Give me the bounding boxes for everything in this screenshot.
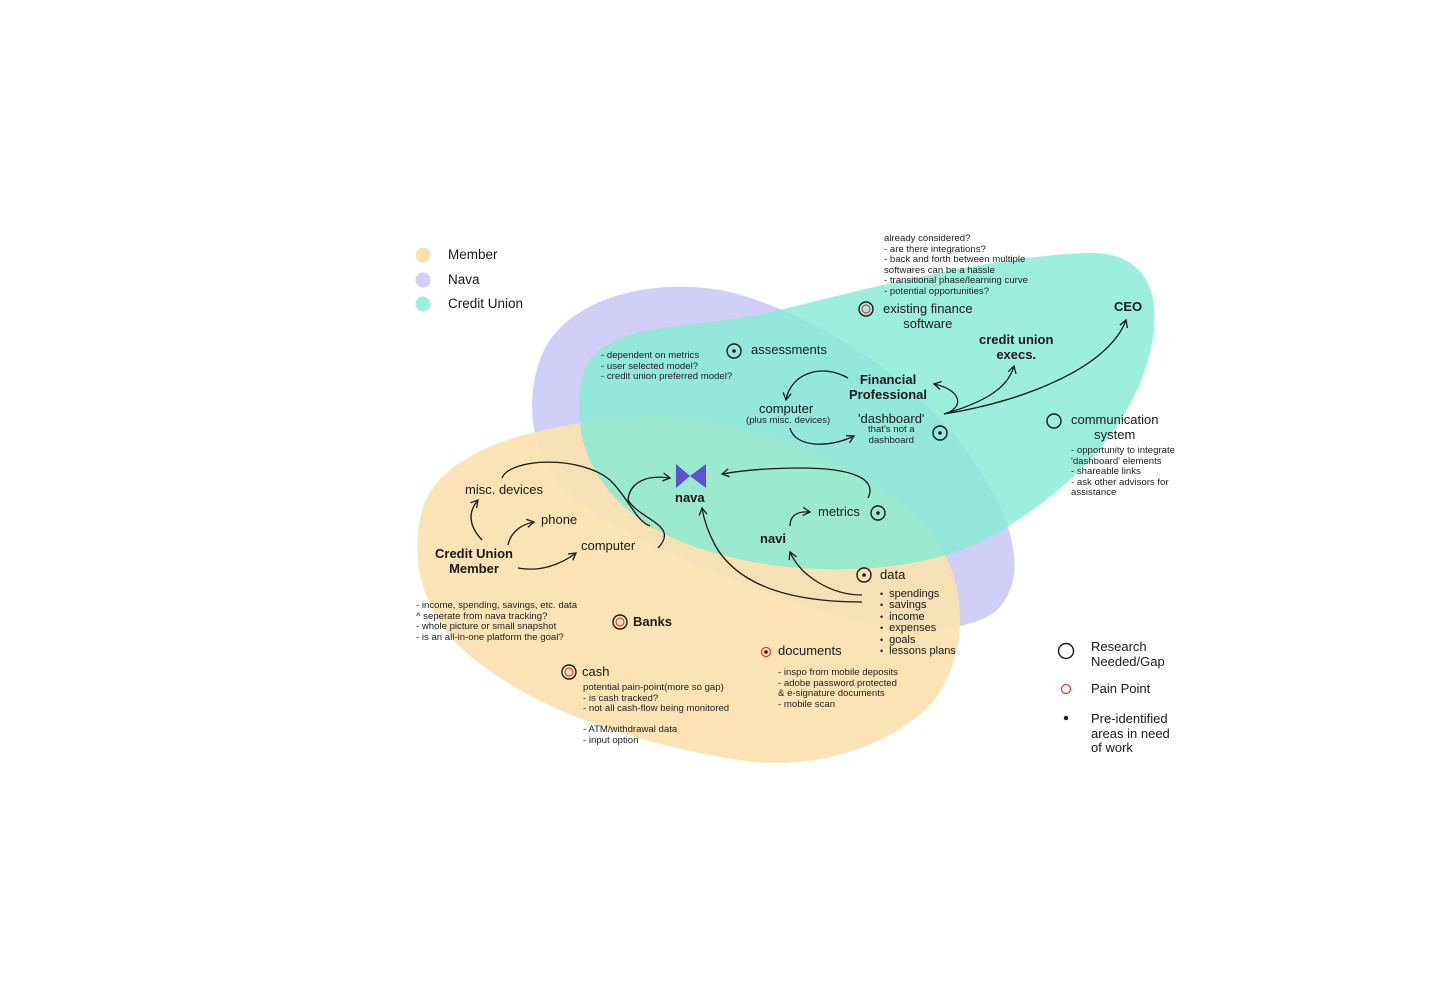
pain-point-key-icon xyxy=(1060,683,1072,695)
documents-notes: - inspo from mobile deposits - adobe pas… xyxy=(778,667,898,710)
metrics-marker-icon xyxy=(870,505,886,521)
arrow-misc-to-nava xyxy=(501,461,651,527)
metrics-label: metrics xyxy=(818,504,860,519)
legend-nava-swatch xyxy=(415,272,431,288)
ceo-label: CEO xyxy=(1114,299,1143,314)
arrow-data-to-nava xyxy=(698,506,863,603)
communication-marker-icon xyxy=(1046,413,1062,429)
arrow-fp-to-computer xyxy=(782,370,849,402)
documents-label: documents xyxy=(778,643,842,658)
legend-nava-label: Nava xyxy=(448,272,480,287)
banks-notes: - income, spending, savings, etc. data ^… xyxy=(416,600,578,643)
list-item: lessons plans xyxy=(880,645,956,657)
cash-label: cash xyxy=(582,664,610,679)
arrow-member-to-computer xyxy=(517,552,578,570)
arrow-computer-to-nava xyxy=(627,472,672,549)
communication-notes: - opportunity to integrate 'dashboard' e… xyxy=(1071,445,1175,499)
list-item: savings xyxy=(880,599,956,611)
assessments-marker-icon xyxy=(726,343,742,359)
dashboard-label: 'dashboard' xyxy=(858,411,925,426)
cash-notes: potential pain-point(more so gap) - is c… xyxy=(583,682,730,746)
phone-label: phone xyxy=(541,512,578,527)
legend-member-swatch xyxy=(415,247,431,263)
assessments-notes: - dependent on metrics - user selected m… xyxy=(601,350,733,383)
arrow-dashboard-to-execs xyxy=(943,364,1017,415)
computer-member-label: computer xyxy=(581,538,636,553)
nava-logo-text: nava xyxy=(675,490,705,505)
computer-fp-label: computer xyxy=(759,401,814,416)
banks-marker-icon xyxy=(612,614,628,630)
computer-fp-sub: (plus misc. devices) xyxy=(746,415,831,426)
credit-union-region xyxy=(579,252,1155,570)
existing-finance-notes: already considered? - are there integrat… xyxy=(884,233,1028,297)
research-needed-key-icon xyxy=(1057,642,1075,660)
list-item: spendings xyxy=(880,588,956,600)
dashboard-marker-icon xyxy=(932,425,948,441)
data-label: data xyxy=(880,567,906,582)
data-items-list: spendings savings income expenses goals … xyxy=(880,588,956,657)
banks-label: Banks xyxy=(633,614,673,629)
arrow-metrics-to-nava xyxy=(720,467,871,499)
key-pain-label: Pain Point xyxy=(1091,681,1151,696)
cash-marker-icon xyxy=(561,664,577,680)
nava-logo-icon xyxy=(676,464,706,488)
legend-credit-union-label: Credit Union xyxy=(448,296,524,311)
list-item: expenses xyxy=(880,622,956,634)
list-item: goals xyxy=(880,634,956,646)
arrow-member-to-phone xyxy=(507,518,536,546)
list-item: income xyxy=(880,611,956,623)
arrow-data-to-navi xyxy=(788,550,863,596)
assessments-label: assessments xyxy=(751,342,827,357)
legend-credit-union-swatch xyxy=(415,296,431,312)
misc-devices-label: misc. devices xyxy=(465,482,544,497)
arrow-dashboard-to-ceo xyxy=(943,318,1129,415)
data-marker-icon xyxy=(856,567,872,583)
navi-label: navi xyxy=(760,531,787,546)
existing-finance-marker-icon xyxy=(858,301,874,317)
arrow-navi-to-metrics xyxy=(789,506,812,527)
arrow-member-to-misc xyxy=(470,498,483,541)
documents-marker-icon xyxy=(760,646,772,658)
preidentified-key-icon xyxy=(1063,715,1069,721)
legend-member-label: Member xyxy=(448,247,498,262)
arrow-computer-to-dashboard xyxy=(789,427,856,445)
